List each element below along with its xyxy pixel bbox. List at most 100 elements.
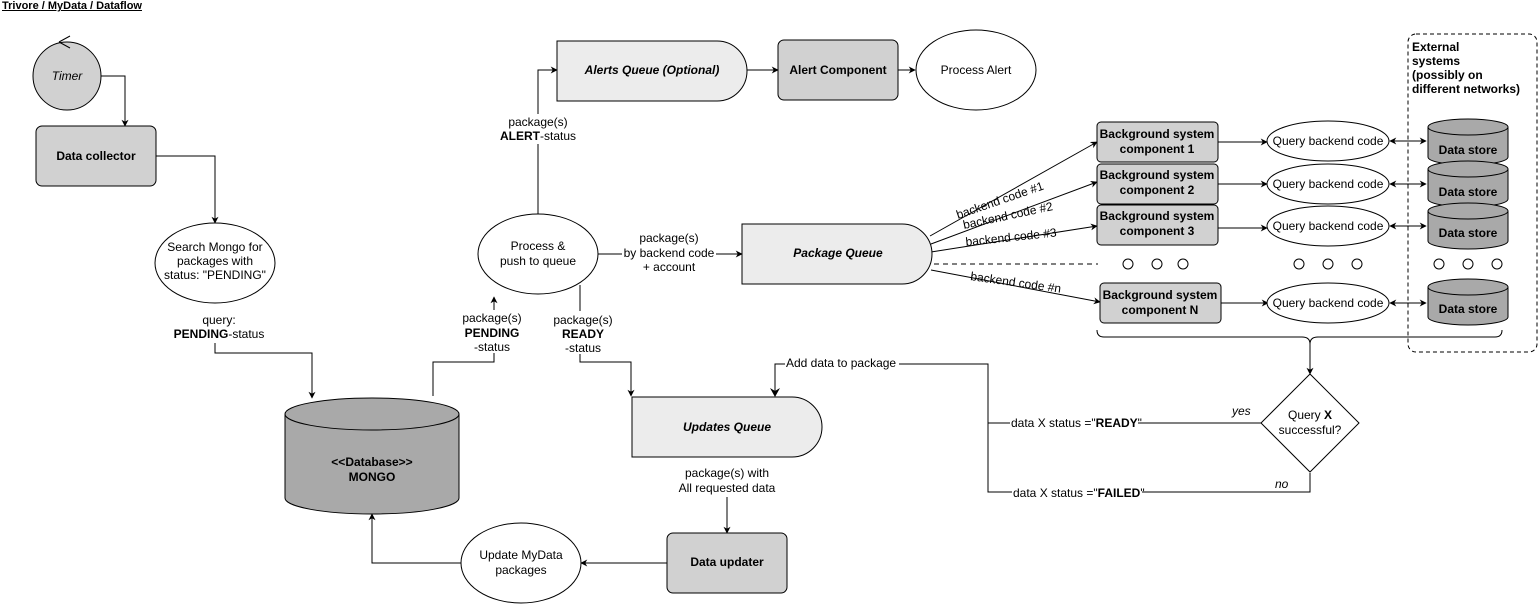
updates-queue-label: Updates Queue bbox=[683, 420, 771, 434]
timer-node[interactable]: Timer bbox=[32, 35, 102, 111]
query-decision-line1: Query X bbox=[1288, 408, 1332, 422]
edge-update-mydata-to-db bbox=[368, 513, 461, 564]
process-push-line2: push to queue bbox=[500, 254, 576, 268]
update-mydata-node[interactable]: Update MyData packages bbox=[460, 522, 582, 604]
bg-component-2-line1: Background system bbox=[1100, 168, 1215, 182]
by-backend-line2: by backend code bbox=[624, 246, 715, 260]
query-backend-1[interactable]: Query backend code bbox=[1266, 120, 1390, 162]
bg-component-3-line2: component 3 bbox=[1120, 224, 1195, 238]
bg-component-1[interactable]: Background system component 1 bbox=[1096, 121, 1219, 163]
ready-status-line1: package(s) bbox=[553, 313, 612, 327]
query-backend-3-label: Query backend code bbox=[1273, 219, 1384, 233]
data-store-n-label: Data store bbox=[1439, 302, 1498, 316]
process-push-node[interactable]: Process & push to queue bbox=[477, 213, 599, 295]
bg-component-2[interactable]: Background system component 2 bbox=[1096, 163, 1219, 205]
pending-status-line1: package(s) bbox=[462, 311, 521, 325]
package-queue-label: Package Queue bbox=[793, 246, 883, 260]
edge-decision-no bbox=[987, 423, 1311, 493]
edge-pq-to-bg2 bbox=[930, 180, 1098, 245]
breadcrumb[interactable]: Trivore / MyData / Dataflow bbox=[2, 0, 142, 12]
edge-search-to-db bbox=[214, 343, 316, 399]
by-backend-line3: + account bbox=[643, 260, 696, 274]
data-store-3-label: Data store bbox=[1439, 226, 1498, 240]
yes-label: yes bbox=[1231, 404, 1251, 418]
external-systems-line1: External bbox=[1412, 40, 1459, 54]
pending-status-line2: PENDING bbox=[465, 326, 520, 340]
external-systems-label: External systems (possibly on different … bbox=[1412, 40, 1520, 96]
update-mydata-line2: packages bbox=[495, 563, 546, 577]
data-store-1-label: Data store bbox=[1439, 143, 1498, 157]
data-store-2-label: Data store bbox=[1439, 185, 1498, 199]
process-alert-label: Process Alert bbox=[941, 63, 1012, 77]
bg-component-1-line2: component 1 bbox=[1120, 142, 1195, 156]
process-push-line1: Process & bbox=[511, 239, 566, 253]
alert-status-line1: package(s) bbox=[508, 115, 567, 129]
query-backend-n-label: Query backend code bbox=[1273, 296, 1384, 310]
data-store-3[interactable]: Data store bbox=[1427, 202, 1509, 250]
query-backend-2[interactable]: Query backend code bbox=[1266, 163, 1390, 205]
edge-pq-to-bg1 bbox=[929, 141, 1098, 237]
edge-labels: query: PENDING-status package(s) ALERT-s… bbox=[170, 114, 1289, 501]
alerts-queue-label: Alerts Queue (Optional) bbox=[584, 63, 720, 77]
bg-component-3[interactable]: Background system component 3 bbox=[1096, 204, 1219, 246]
edge-decision-yes bbox=[774, 363, 1261, 424]
external-systems-line3: (possibly on bbox=[1412, 68, 1483, 82]
data-collector-node[interactable]: Data collector bbox=[35, 125, 157, 187]
database-name: MONGO bbox=[349, 470, 396, 484]
bg-component-n-line2: component N bbox=[1122, 303, 1199, 317]
query-backend-3[interactable]: Query backend code bbox=[1266, 205, 1390, 247]
failed-data-label: data X status ="FAILED" bbox=[1013, 486, 1145, 500]
alerts-queue-node[interactable]: Alerts Queue (Optional) bbox=[556, 40, 748, 102]
data-collector-label: Data collector bbox=[56, 149, 136, 163]
search-mongo-line1: Search Mongo for bbox=[167, 240, 262, 254]
external-systems-line2: systems bbox=[1412, 54, 1460, 68]
data-store-n[interactable]: Data store bbox=[1427, 278, 1509, 326]
ready-status-line3: -status bbox=[565, 341, 601, 355]
data-store-1[interactable]: Data store bbox=[1427, 118, 1509, 166]
backend-code-3: backend code #3 bbox=[965, 225, 1058, 249]
data-updater-label: Data updater bbox=[690, 555, 764, 569]
query-backend-1-label: Query backend code bbox=[1273, 134, 1384, 148]
alert-status-line2: ALERT-status bbox=[500, 129, 576, 143]
bg-component-3-line1: Background system bbox=[1100, 209, 1215, 223]
pending-status-line3: -status bbox=[474, 340, 510, 354]
external-systems-line4: different networks) bbox=[1412, 82, 1520, 96]
edge-pq-to-bg3 bbox=[930, 223, 1098, 253]
data-store-2[interactable]: Data store bbox=[1427, 160, 1509, 208]
query-pending-line2: PENDING-status bbox=[174, 327, 265, 341]
edge-process-to-alerts bbox=[537, 66, 558, 215]
package-queue-node[interactable]: Package Queue bbox=[741, 223, 933, 285]
query-decision[interactable]: Query X successful? bbox=[1260, 373, 1360, 473]
search-mongo-node[interactable]: Search Mongo for packages with status: "… bbox=[154, 222, 276, 304]
process-alert-node[interactable]: Process Alert bbox=[915, 29, 1037, 111]
updates-queue-node[interactable]: Updates Queue bbox=[631, 396, 823, 458]
no-label: no bbox=[1275, 477, 1289, 491]
edge-pq-to-bgn bbox=[930, 269, 1101, 305]
bg-component-2-line2: component 2 bbox=[1120, 183, 1195, 197]
alert-component-node[interactable]: Alert Component bbox=[777, 39, 899, 101]
all-requested-line2: All requested data bbox=[679, 481, 776, 495]
edge-timer-to-collector bbox=[100, 75, 129, 127]
database-mongo[interactable]: <<Database>> MONGO bbox=[284, 397, 460, 515]
query-decision-line2: successful? bbox=[1279, 423, 1342, 437]
query-backend-2-label: Query backend code bbox=[1273, 177, 1384, 191]
query-backend-n[interactable]: Query backend code bbox=[1266, 282, 1390, 324]
arrowhead-add-data bbox=[770, 388, 780, 397]
add-data-label: Add data to package bbox=[786, 356, 896, 370]
data-updater-node[interactable]: Data updater bbox=[666, 532, 788, 594]
bg-component-1-line1: Background system bbox=[1100, 127, 1215, 141]
alert-component-label: Alert Component bbox=[789, 63, 886, 77]
brace-components bbox=[1096, 329, 1503, 345]
external-systems-boundary bbox=[1407, 33, 1538, 353]
backend-code-n: backend code #n bbox=[970, 269, 1062, 296]
all-requested-line1: package(s) with bbox=[685, 466, 769, 480]
search-mongo-line3: status: "PENDING" bbox=[164, 268, 266, 282]
database-stereotype: <<Database>> bbox=[331, 455, 412, 469]
bg-component-n[interactable]: Background system component N bbox=[1099, 282, 1222, 324]
bg-component-n-line1: Background system bbox=[1103, 288, 1218, 302]
ready-status-line2: READY bbox=[562, 327, 604, 341]
by-backend-line1: package(s) bbox=[639, 231, 698, 245]
edge-collector-to-search bbox=[156, 155, 219, 224]
update-mydata-line1: Update MyData bbox=[479, 548, 563, 562]
timer-label: Timer bbox=[52, 69, 84, 83]
